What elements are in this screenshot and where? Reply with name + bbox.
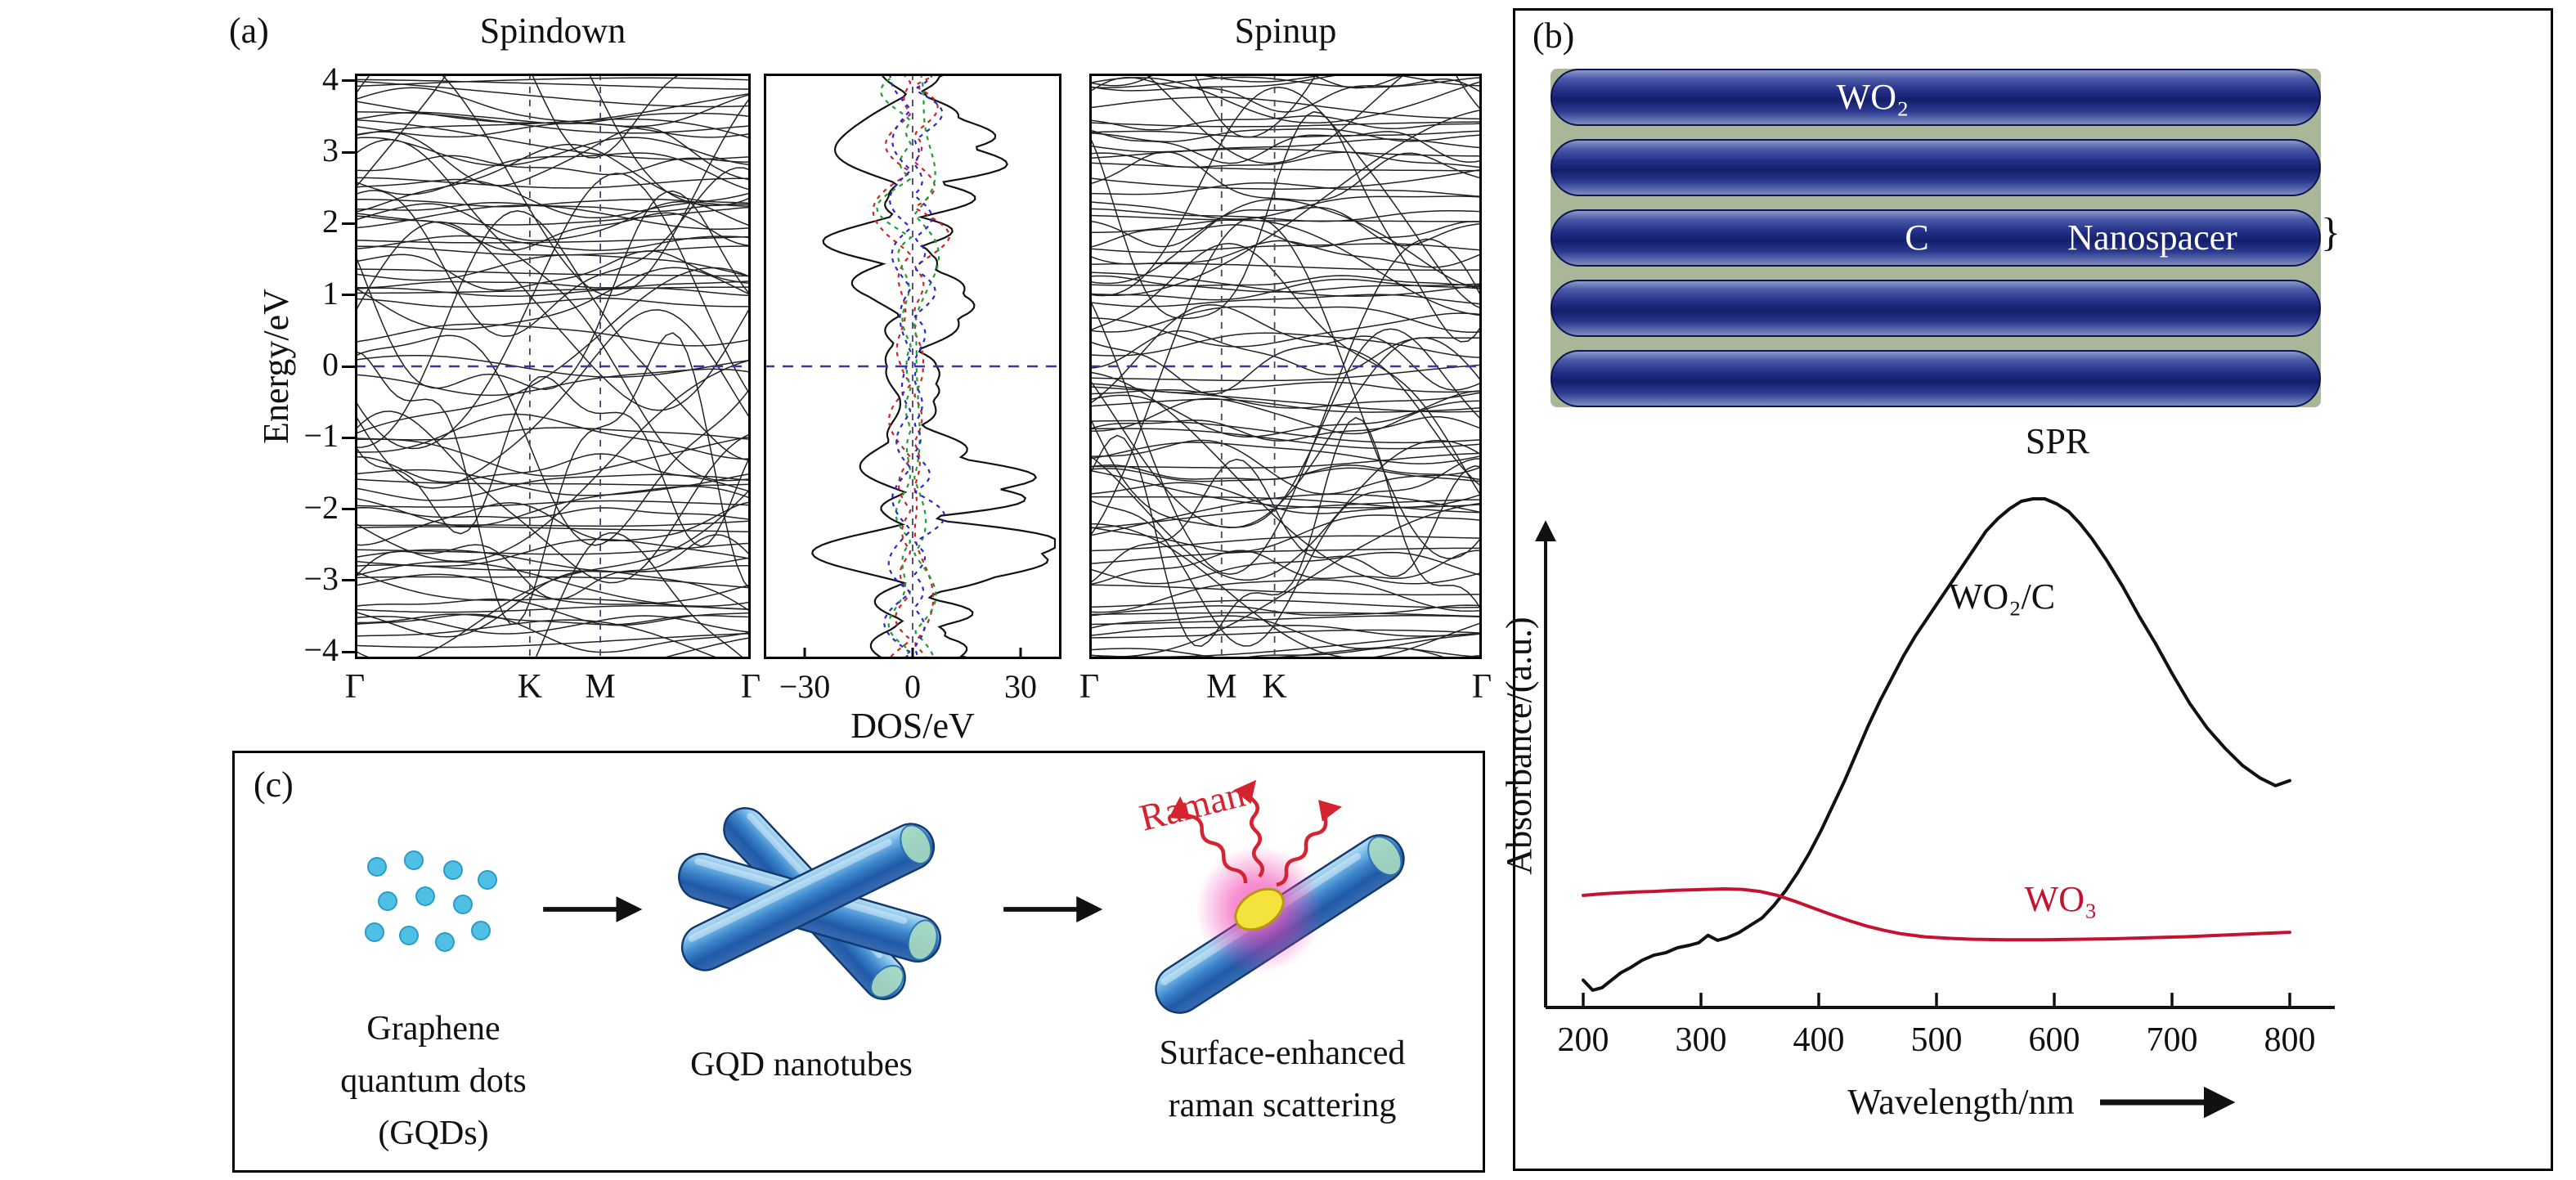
nanospacer-brace: } <box>2321 209 2340 255</box>
kpath-label: K <box>517 668 543 706</box>
quantum-dot <box>399 926 419 945</box>
energy-tick-mark <box>342 508 355 511</box>
raman-scatter-arrow-icon <box>1276 800 1342 887</box>
spindown-band-chart <box>355 74 751 659</box>
dos-axis-label: DOS/eV <box>850 706 975 746</box>
energy-tick-label: −1 <box>303 417 339 455</box>
nanospacer-label: Nanospacer <box>2067 217 2237 258</box>
wavelength-tick-label: 700 <box>2146 1021 2198 1059</box>
dos-tick-label: −30 <box>779 668 831 705</box>
rod-c-label: C <box>1905 217 1929 258</box>
quantum-dot <box>443 860 463 880</box>
energy-tick-label: 1 <box>322 274 339 312</box>
energy-tick-label: 2 <box>322 203 339 240</box>
energy-tick-label: −4 <box>303 631 339 669</box>
kpath-label: Γ <box>344 668 366 706</box>
sers-illustration <box>1155 779 1405 1014</box>
panel-b-label: (b) <box>1533 16 1575 56</box>
panel-a-label: (a) <box>229 11 269 51</box>
wavelength-tick-label: 400 <box>1793 1021 1845 1059</box>
wavelength-axis-label: Wavelength/nm <box>1847 1081 2075 1122</box>
energy-tick-mark <box>342 150 355 154</box>
nanorod <box>1551 350 2321 407</box>
energy-tick-label: 4 <box>322 60 339 97</box>
energy-tick-mark <box>342 79 355 83</box>
process-arrow-icon <box>1003 895 1103 923</box>
energy-tick-mark <box>342 294 355 297</box>
dos-chart <box>764 74 1061 659</box>
spinup-band-chart <box>1089 74 1482 659</box>
kpath-label: M <box>585 668 616 706</box>
energy-tick-mark <box>342 650 355 653</box>
kpath-label: Γ <box>740 668 761 706</box>
quantum-dot <box>378 891 397 911</box>
raman-scatter-arrow-icon <box>1169 796 1248 884</box>
wavelength-tick-label: 300 <box>1675 1021 1727 1059</box>
wavelength-tick-label: 200 <box>1557 1021 1609 1059</box>
wavelength-tick-label: 500 <box>1910 1021 1963 1059</box>
nanorod <box>1551 209 2321 267</box>
quantum-dot <box>478 870 497 890</box>
rod-wo2-label: WO₂ <box>1836 76 1910 117</box>
nanorod <box>1551 139 2321 196</box>
nanotube <box>680 823 936 971</box>
hotspot-dot <box>1234 887 1285 931</box>
energy-tick-label: −2 <box>303 488 339 526</box>
panel-c-label: (c) <box>254 765 294 805</box>
energy-tick-label: 3 <box>322 132 339 169</box>
energy-tick-mark <box>342 436 355 439</box>
quantum-dot <box>404 850 424 870</box>
nanotubes-illustration <box>678 807 941 1000</box>
wo2c-curve-label: WO₂/C <box>1948 576 2056 617</box>
energy-tick-mark <box>342 579 355 582</box>
nanorod <box>1551 280 2321 337</box>
quantum-dot <box>367 857 387 877</box>
kpath-label: M <box>1206 668 1237 706</box>
spindown-title: Spindown <box>479 11 626 51</box>
kpath-label: Γ <box>1471 668 1492 706</box>
gqd-caption-line2: quantum dots <box>340 1061 527 1100</box>
energy-tick-mark <box>342 365 355 368</box>
dos-tick-label: 30 <box>1004 668 1037 705</box>
energy-tick-label: −3 <box>303 559 339 597</box>
gqd-caption-line3: (GQDs) <box>378 1114 489 1152</box>
kpath-label: K <box>1262 668 1287 706</box>
raman-scatter-arrow-icon <box>1233 779 1264 878</box>
quantum-dot <box>453 895 473 914</box>
quantum-dots-illustration <box>365 850 497 952</box>
sers-caption-line2: raman scattering <box>1168 1086 1397 1124</box>
wavelength-arrow-icon <box>2100 1086 2236 1119</box>
quantum-dot <box>415 886 435 906</box>
nanorod <box>1551 69 2321 126</box>
absorbance-axis-label: Absorbance/(a.u.) <box>1498 617 1539 875</box>
dos-tick-label: 0 <box>904 668 921 705</box>
spinup-title: Spinup <box>1234 11 1337 51</box>
quantum-dot <box>365 922 384 942</box>
absorbance-chart <box>1535 497 2335 1009</box>
energy-tick-mark <box>342 222 355 225</box>
kpath-label: Γ <box>1079 668 1100 706</box>
nanorod-illustration <box>1551 69 2321 407</box>
sers-caption-line1: Surface-enhanced <box>1159 1034 1406 1072</box>
nanotube-caption: GQD nanotubes <box>690 1045 913 1084</box>
quantum-dot <box>435 932 455 952</box>
energy-tick-label: 0 <box>322 346 339 383</box>
spr-annotation: SPR <box>2025 420 2090 461</box>
wavelength-tick-label: 800 <box>2264 1021 2316 1059</box>
process-arrow-icon <box>543 895 643 923</box>
wavelength-tick-label: 600 <box>2028 1021 2080 1059</box>
quantum-dot <box>471 921 491 940</box>
gqd-caption-line1: Graphene <box>366 1009 500 1048</box>
wo3-curve-label: WO₃ <box>2024 878 2098 919</box>
